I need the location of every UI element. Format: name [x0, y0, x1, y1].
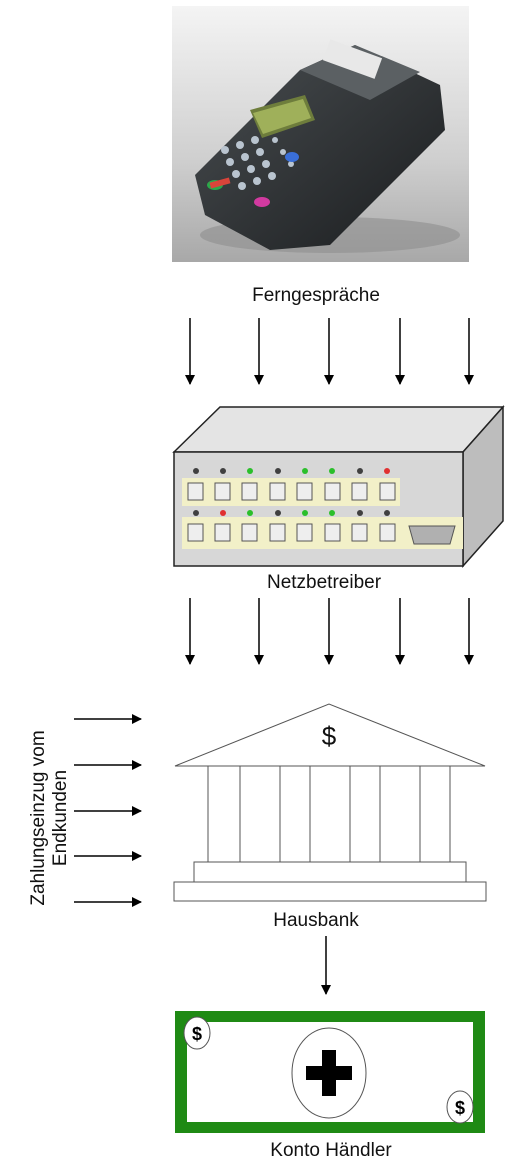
arrows-operator	[185, 598, 474, 665]
arrows-collection	[74, 714, 142, 907]
label-netzbetreiber: Netzbetreiber	[267, 572, 382, 593]
label-zahlungseinzug-line1: Zahlungseinzug vom	[28, 730, 49, 905]
note-dollar-bottom-right: $	[455, 1098, 465, 1118]
banknote-icon	[175, 1011, 485, 1133]
label-hausbank: Hausbank	[273, 910, 359, 931]
side-label-zahlungseinzug: Zahlungseinzug vom Endkunden	[28, 730, 71, 905]
payment-terminal-image	[172, 6, 469, 262]
label-konto-haendler: Konto Händler	[270, 1140, 392, 1161]
arrows-calls	[185, 318, 474, 385]
bank-dollar-sign: $	[322, 721, 337, 751]
port-row-top	[187, 482, 396, 501]
note-dollar-top-left: $	[192, 1024, 202, 1044]
bank-icon	[173, 703, 487, 902]
network-switch-icon	[172, 405, 505, 568]
port-row-bottom	[187, 523, 456, 545]
label-ferngesprache: Ferngespräche	[252, 285, 380, 306]
label-zahlungseinzug-line2: Endkunden	[50, 770, 71, 866]
status-leds	[193, 468, 390, 516]
